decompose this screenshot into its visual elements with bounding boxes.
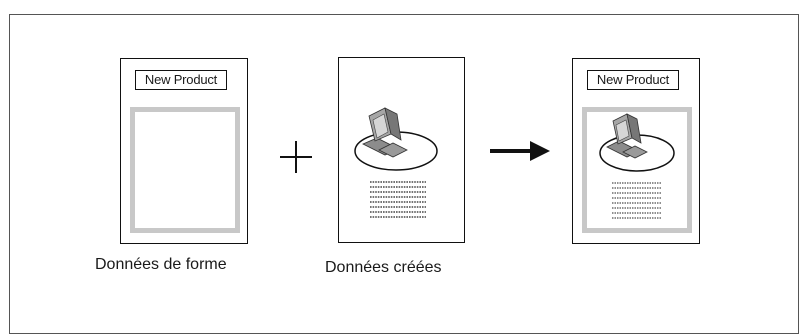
result-content-graphic <box>599 113 675 219</box>
form-data-document: New Product <box>120 58 248 244</box>
created-data-caption: Données créées <box>325 259 442 276</box>
created-content-graphic <box>354 107 438 218</box>
right-arrow <box>488 138 552 164</box>
form-data-caption: Données de forme <box>95 256 227 273</box>
form-content-frame <box>130 107 240 233</box>
text-lines <box>370 181 426 218</box>
computer-icon <box>362 107 408 158</box>
result-title-label: New Product <box>587 70 679 90</box>
text-lines <box>612 182 662 219</box>
form-title-label: New Product <box>135 70 227 90</box>
plus-sign <box>278 139 314 175</box>
computer-icon <box>606 113 648 159</box>
result-document: New Product <box>572 58 700 244</box>
created-data-document <box>338 57 465 243</box>
